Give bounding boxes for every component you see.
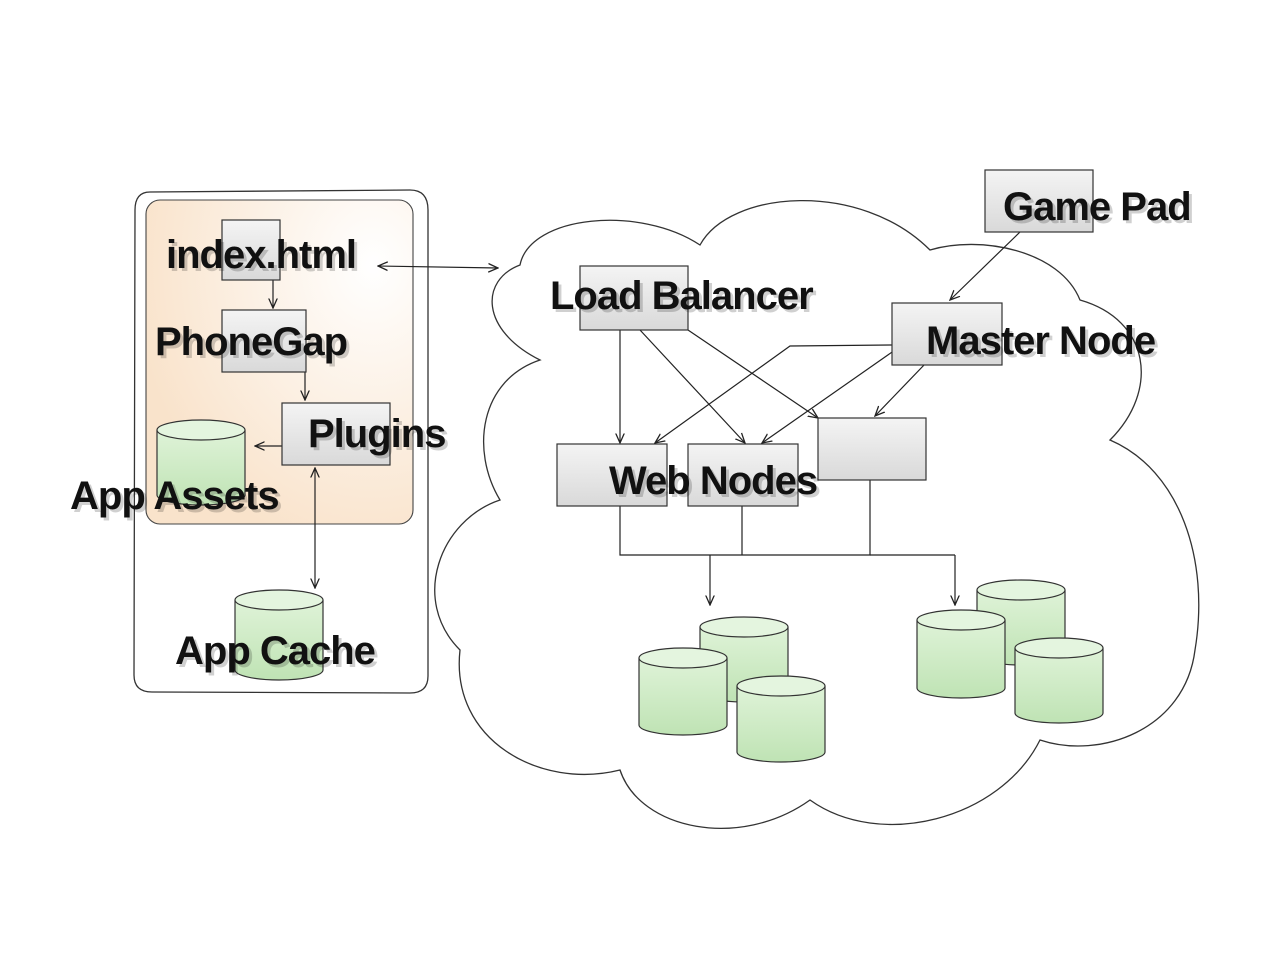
- app-assets-label: App Assets: [70, 474, 279, 518]
- load-balancer-box: [579, 265, 689, 331]
- master-node-box: [891, 302, 1003, 366]
- databases: [156, 419, 1104, 763]
- edges: [255, 231, 1021, 605]
- index-label-shadow: index.html: [169, 236, 359, 280]
- app-cache-label: App Cache: [175, 629, 375, 673]
- edge-web-bus: [619, 480, 871, 556]
- phonegap-label: PhoneGap: [155, 320, 347, 364]
- phonegap-label-shadow: PhoneGap: [158, 323, 350, 367]
- boxes: [221, 169, 1094, 507]
- game-pad-label-shadow: Game Pad: [1006, 188, 1194, 232]
- plugins-label-shadow: Plugins: [311, 415, 448, 459]
- cluster-db-b3: [1014, 637, 1104, 724]
- load-balancer-label-shadow: Load Balancer: [553, 277, 816, 321]
- edge-lb-web2: [639, 329, 745, 443]
- index-label: index.html: [166, 233, 356, 277]
- master-node-label-shadow: Master Node: [929, 322, 1158, 366]
- web-nodes-label-shadow: Web Nodes: [612, 462, 820, 506]
- app-cache-label-shadow: App Cache: [178, 632, 378, 676]
- phonegap-box: [221, 309, 307, 373]
- cluster-db-a3: [736, 675, 826, 763]
- game-pad-label: Game Pad: [1003, 185, 1191, 229]
- web-node-box-3: [817, 417, 927, 481]
- web-node-box-2: [687, 443, 799, 507]
- app-cache-db: [234, 589, 324, 681]
- game-pad-box: [984, 169, 1094, 233]
- labels: index.html index.html PhoneGap PhoneGap …: [70, 185, 1195, 676]
- plugins-label: Plugins: [308, 412, 445, 456]
- app-assets-label-shadow: App Assets: [73, 477, 282, 521]
- cluster-db-a2: [638, 647, 728, 736]
- edge-master-web1: [655, 344, 893, 443]
- plugins-box: [281, 402, 391, 466]
- app-assets-db: [156, 419, 246, 506]
- index-box: [221, 219, 281, 281]
- cloud-outline: [434, 199, 1200, 829]
- web-nodes-label: Web Nodes: [609, 459, 817, 503]
- edge-master-web3: [875, 363, 926, 416]
- edge-gamepad-master: [950, 231, 1021, 300]
- edge-index-cloud: [378, 266, 498, 268]
- web-node-box-1: [556, 443, 668, 507]
- master-node-label: Master Node: [926, 319, 1155, 363]
- load-balancer-label: Load Balancer: [550, 274, 813, 318]
- edge-master-web2: [762, 349, 896, 443]
- edge-lb-web3: [687, 329, 818, 418]
- cluster-db-b2: [916, 609, 1006, 699]
